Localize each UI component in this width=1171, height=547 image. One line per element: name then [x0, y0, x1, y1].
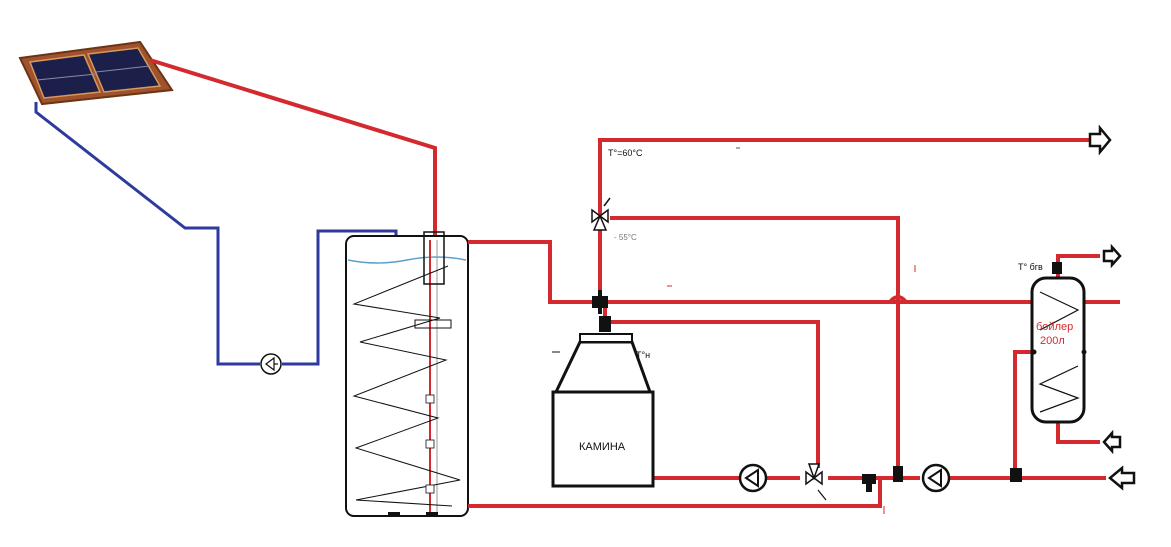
solar-pump-icon: [260, 353, 282, 375]
flow-arrow-icon: [1088, 124, 1136, 491]
boiler-hot-outlet-pipe: [1056, 254, 1100, 286]
boiler-temp-label: T° бгв: [1018, 262, 1043, 272]
boiler-label: бойлер: [1036, 321, 1073, 333]
buffer-tank: [345, 231, 469, 517]
fireplace-temp-label: T°н: [636, 350, 650, 360]
fireplace-label: КАМИНА: [579, 441, 626, 453]
solar-return-pipe: [34, 102, 260, 366]
boiler-coil-supply-pipe: [1013, 350, 1034, 478]
solar-collector-icon: [18, 40, 174, 106]
fitting-tee-icon: [592, 290, 1022, 492]
mixing-valve-icon: [805, 463, 827, 501]
return-pipe: [468, 478, 882, 508]
valve-bypass-pipe: [610, 216, 900, 472]
hot-water-boiler: [1030, 262, 1087, 424]
boiler-cold-inlet-pipe: [1056, 420, 1100, 444]
supply-riser-pipe: [598, 138, 1090, 302]
fireplace-pump-icon: [738, 463, 768, 493]
tank-hot-outlet-pipe: [468, 240, 1120, 304]
boiler-volume-label: 200л: [1040, 335, 1065, 347]
heating-pump-icon: [921, 463, 951, 493]
fireplace-unit: [551, 333, 655, 488]
three-way-valve-icon: [591, 197, 611, 231]
valve-setpoint-label: - 55°C: [614, 233, 637, 242]
pipe-crossing: [888, 295, 908, 304]
fireplace-loop-pipe: [610, 320, 820, 468]
supply-temp-label: T°=60°C: [608, 148, 643, 158]
